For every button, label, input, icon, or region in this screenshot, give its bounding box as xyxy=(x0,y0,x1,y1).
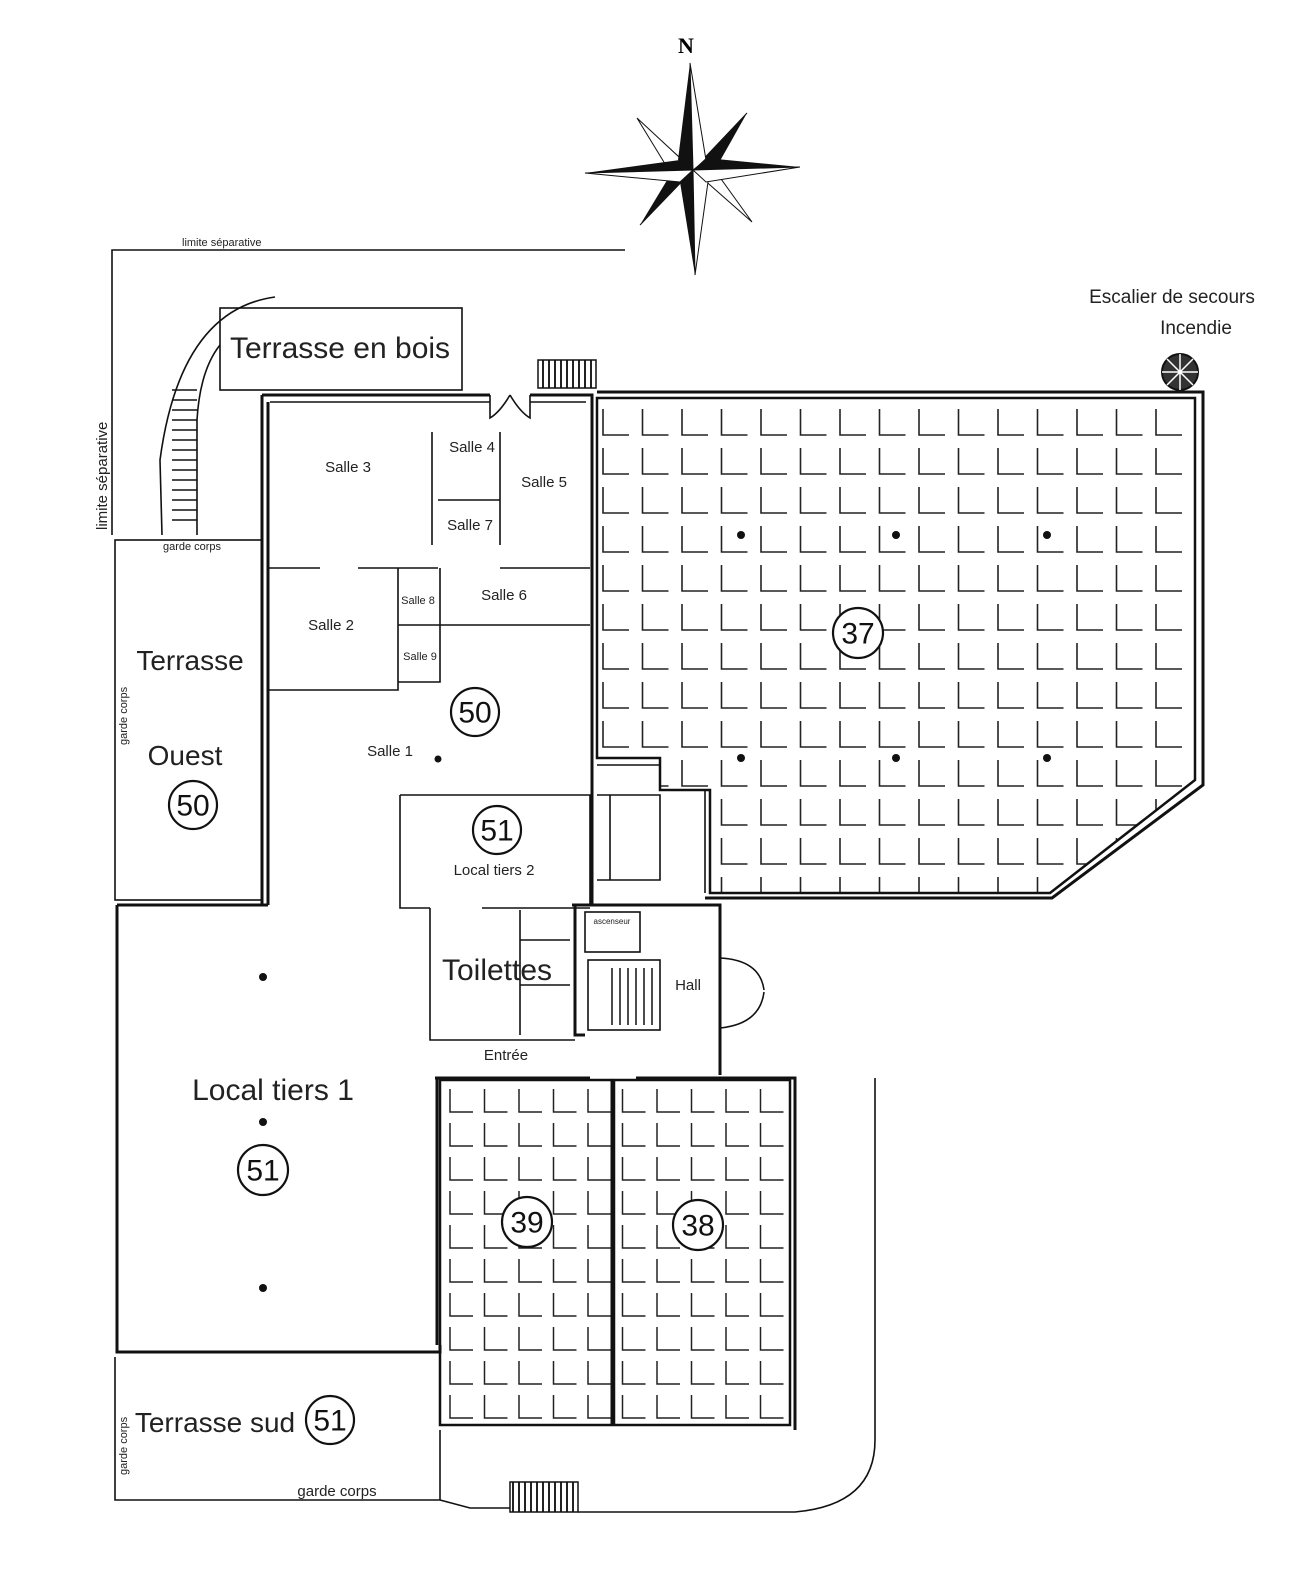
core-walls xyxy=(429,764,765,1075)
badge-local-tiers1: 51 xyxy=(236,1143,290,1197)
hall-label: Hall xyxy=(675,977,701,994)
property-limit: limite séparative limite séparative xyxy=(94,237,625,535)
salle-6-label: Salle 6 xyxy=(481,587,527,604)
badge-terrasse-sud: 51 xyxy=(304,1394,356,1446)
zone-37 xyxy=(595,396,1197,895)
garde-corps-west-label: garde corps xyxy=(118,686,130,745)
column-dot xyxy=(259,1118,267,1126)
local-tiers-1 xyxy=(115,903,442,1354)
vent-grille xyxy=(537,359,597,389)
compass-north-label: N xyxy=(678,33,694,58)
badge-salle1-text: 50 xyxy=(458,697,491,730)
badge-zone-38: 38 xyxy=(671,1198,725,1252)
badge-terrasse-ouest: 50 xyxy=(167,779,219,831)
zone-37-outer-wall xyxy=(597,390,1205,900)
terrasse-ouest-label-2: Ouest xyxy=(148,740,223,771)
column-dot xyxy=(259,973,267,981)
salle-2-label: Salle 2 xyxy=(308,617,354,634)
terrasse-sud-label: Terrasse sud xyxy=(135,1407,295,1438)
salle-9-label: Salle 9 xyxy=(403,651,437,663)
local-tiers-2-label: Local tiers 2 xyxy=(454,862,535,879)
garde-corps-south-label: garde corps xyxy=(118,1416,130,1475)
column-dot xyxy=(1043,754,1051,762)
terrasse-sud xyxy=(114,1357,510,1509)
compass-rose-icon xyxy=(584,62,801,276)
badge-zone-39-text: 39 xyxy=(510,1207,543,1240)
column-dot xyxy=(737,531,745,539)
zone-38-39-walls xyxy=(435,1076,797,1430)
column-dot xyxy=(434,755,442,763)
vent-grille-bottom xyxy=(509,1481,579,1513)
zone-39 xyxy=(438,1078,614,1427)
salle-7-label: Salle 7 xyxy=(447,517,493,534)
outer-curve xyxy=(578,1078,876,1513)
column-dot xyxy=(1043,531,1051,539)
limit-label-left: limite séparative xyxy=(94,422,111,530)
fire-escape-label-1: Escalier de secours xyxy=(1089,287,1255,308)
terrasse-ouest-label-1: Terrasse xyxy=(136,645,243,676)
ascenseur-label: ascenseur xyxy=(594,917,631,926)
entree-label: Entrée xyxy=(484,1047,528,1064)
badge-zone-37: 37 xyxy=(831,606,885,660)
garde-corps-bottom-label: garde corps xyxy=(297,1483,376,1500)
badge-local-tiers2-text: 51 xyxy=(480,815,513,848)
badge-local-tiers2: 51 xyxy=(471,804,523,856)
badge-local-tiers1-text: 51 xyxy=(246,1155,279,1188)
zone-38 xyxy=(612,1078,792,1427)
garde-corps-top-label: garde corps xyxy=(163,541,222,553)
column-dot xyxy=(892,531,900,539)
badge-terrasse-sud-text: 51 xyxy=(313,1405,346,1438)
badge-salle1: 50 xyxy=(449,686,501,738)
access-ramp xyxy=(159,296,276,536)
badge-terrasse-ouest-text: 50 xyxy=(176,790,209,823)
column-dot xyxy=(892,754,900,762)
spiral-staircase-icon xyxy=(1161,353,1199,391)
badge-zone-39: 39 xyxy=(500,1195,554,1249)
terrasse-ouest xyxy=(114,539,263,901)
fire-escape-label-2: Incendie xyxy=(1160,318,1232,339)
column-dot xyxy=(259,1284,267,1292)
salle-8-label: Salle 8 xyxy=(401,595,435,607)
salle-3-label: Salle 3 xyxy=(325,459,371,476)
limit-label-top: limite séparative xyxy=(182,237,261,249)
toilettes-label: Toilettes xyxy=(442,954,552,987)
salle-1-label: Salle 1 xyxy=(367,743,413,760)
terrasse-en-bois xyxy=(219,307,463,391)
badge-zone-37-text: 37 xyxy=(841,618,874,651)
column-dot xyxy=(737,754,745,762)
local-tiers-1-label: Local tiers 1 xyxy=(192,1074,354,1107)
salle-4-label: Salle 4 xyxy=(449,439,495,456)
terrasse-en-bois-label: Terrasse en bois xyxy=(230,332,450,365)
badge-zone-38-text: 38 xyxy=(681,1210,714,1243)
salle-5-label: Salle 5 xyxy=(521,474,567,491)
